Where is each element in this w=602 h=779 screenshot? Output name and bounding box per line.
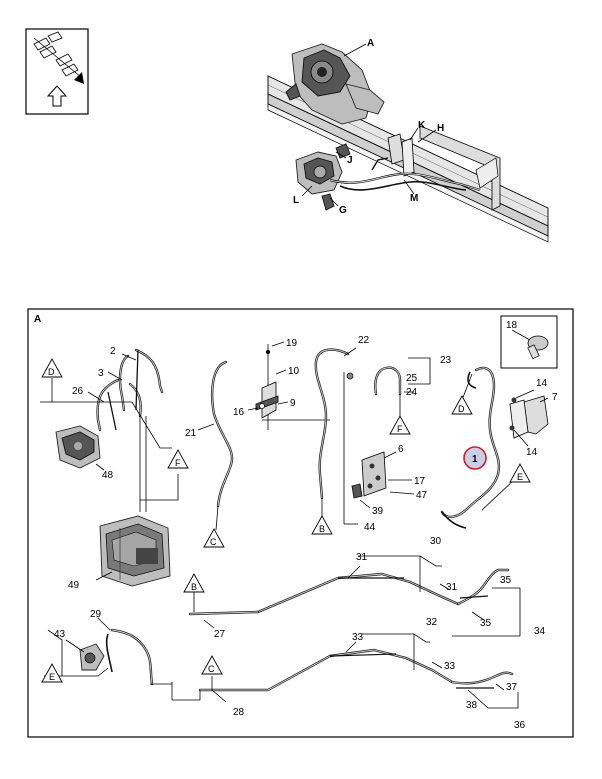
callout-l: L [293,195,299,206]
label-35-bottom: 35 [480,618,492,629]
label-24: 24 [406,387,418,398]
label-25: 25 [406,373,418,384]
detail-frame [27,308,574,738]
callout-h: H [437,123,444,134]
label-1-highlighted: 1 [472,454,478,465]
label-39: 39 [372,506,384,517]
label-38: 38 [466,700,478,711]
label-2: 2 [110,346,116,357]
label-19: 19 [286,338,298,349]
label-22: 22 [358,335,370,346]
item-18-inset [500,315,558,369]
label-23: 23 [440,355,452,366]
svg-text:C: C [208,664,215,674]
svg-text:F: F [397,424,403,434]
label-44: 44 [364,522,376,533]
connector-ref-f-right: F [389,415,411,435]
part-1-highlight-ring [463,446,487,470]
svg-text:D: D [48,367,55,377]
bracket-19 [247,341,330,430]
orientation-icon [25,28,89,115]
connector-ref-d-right: D [451,395,473,415]
label-6: 6 [398,444,404,455]
left-callout-lines [40,353,179,581]
label-16: 16 [233,407,245,418]
callout-j: J [347,155,353,166]
label-10: 10 [288,366,300,377]
left-hose-group [96,348,164,432]
callout-k: K [418,120,426,131]
label-21: 21 [185,428,197,439]
label-17: 17 [414,476,426,487]
label-28: 28 [233,707,245,718]
detail-view-label: A [34,314,41,325]
connector-ref-e-right: E [509,463,531,483]
svg-text:F: F [175,458,181,468]
label-7: 7 [552,392,558,403]
connector-ref-f-left: F [167,449,189,469]
label-47: 47 [416,490,428,501]
callout-a: A [367,38,374,49]
lines-32-33 [150,633,519,709]
connector-ref-d-left: D [41,358,63,378]
label-34: 34 [534,626,546,637]
svg-text:B: B [319,524,325,534]
label-35-top: 35 [500,575,512,586]
label-26: 26 [72,386,84,397]
connector-ref-b-bottom: B [183,573,205,593]
hose-29 [44,617,154,686]
svg-text:E: E [517,472,523,482]
label-14-bottom: 14 [526,447,538,458]
label-37: 37 [506,682,518,693]
connector-ref-c-top: C [203,528,225,548]
bracket-6 [344,451,415,525]
label-27: 27 [214,629,226,640]
label-49: 49 [68,580,80,591]
label-14-top: 14 [536,378,548,389]
label-31-top: 31 [356,552,368,563]
hose-23 [374,357,431,416]
label-9: 9 [290,398,296,409]
connector-ref-c-bottom: C [201,655,223,675]
svg-text:E: E [49,672,55,682]
callout-g: G [339,205,347,216]
lines-b-27 [188,592,260,629]
harness-1 [440,366,549,529]
part-49 [99,515,171,587]
svg-text:D: D [458,404,465,414]
label-29: 29 [90,609,102,620]
label-36: 36 [514,720,526,731]
label-33-top: 33 [352,632,364,643]
callout-m: M [410,193,418,204]
label-33-right: 33 [444,661,456,672]
label-18: 18 [506,320,518,331]
connector-ref-b-top: B [311,515,333,535]
part-48 [55,425,101,469]
chassis-overview [267,43,549,243]
label-48: 48 [102,470,114,481]
hose-21 [197,360,234,531]
label-43: 43 [54,629,66,640]
connector-ref-e-left: E [41,663,63,683]
label-32: 32 [426,617,438,628]
svg-text:C: C [210,537,217,547]
label-3: 3 [98,368,104,379]
label-31-right: 31 [446,582,458,593]
svg-text:B: B [191,582,197,592]
label-30: 30 [430,536,442,547]
hose-22 [314,347,357,524]
lines-30-31 [256,555,521,637]
